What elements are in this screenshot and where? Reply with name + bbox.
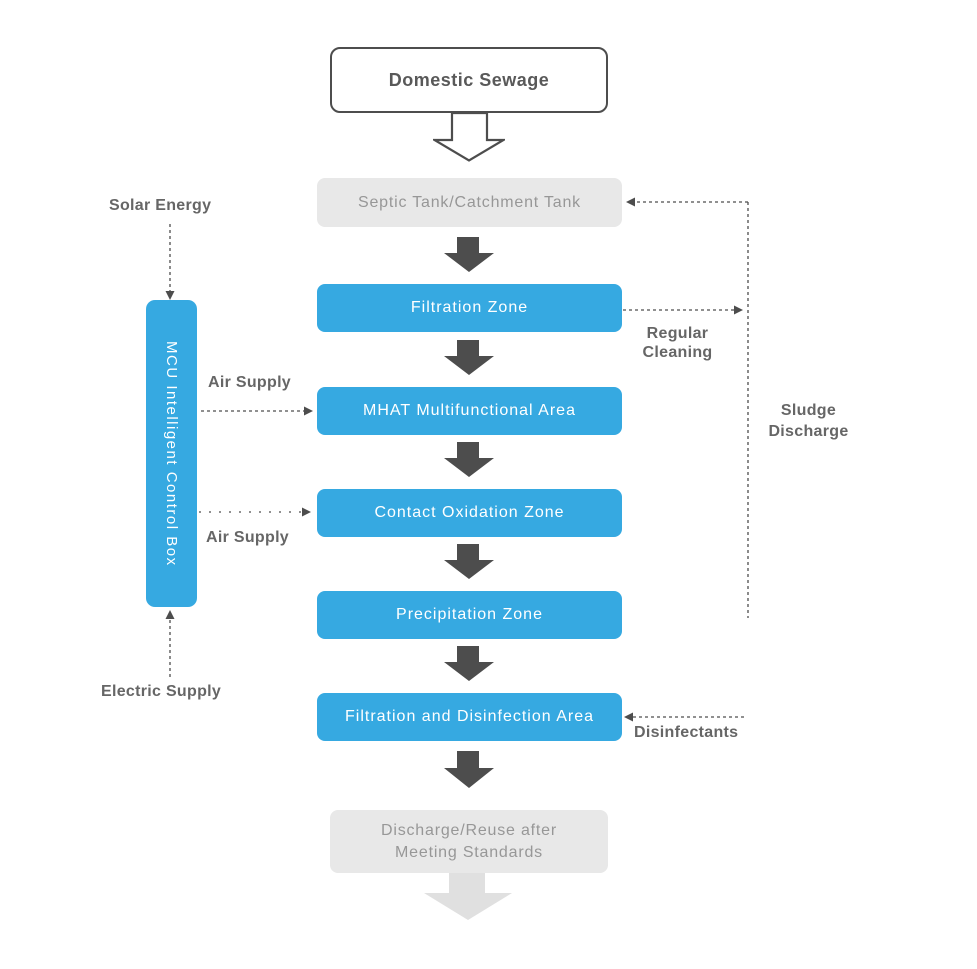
down-arrow-icon bbox=[444, 442, 494, 477]
discharge-reuse-label: Discharge/Reuse after Meeting Standards bbox=[381, 821, 557, 861]
filtration-zone-label: Filtration Zone bbox=[410, 299, 529, 316]
light-down-arrow-icon bbox=[424, 873, 512, 920]
solar-energy-label: Solar Energy bbox=[109, 197, 212, 214]
domestic-sewage-box: Domestic Sewage bbox=[330, 47, 608, 113]
air-supply-top-label: Air Supply bbox=[208, 374, 292, 391]
sludge-discharge-connector bbox=[626, 197, 749, 618]
regular-cleaning-connector bbox=[623, 305, 743, 315]
precipitation-zone-box: Precipitation Zone bbox=[317, 591, 622, 639]
electric-supply-label: Electric Supply bbox=[101, 683, 222, 700]
disinfectants-connector bbox=[624, 712, 744, 722]
arrowhead-down-icon bbox=[165, 291, 175, 300]
mcu-control-box: MCU Intelligent Control Box bbox=[146, 300, 197, 607]
arrowhead-right-icon bbox=[304, 406, 313, 416]
filtration-disinfection-label: Filtration and Disinfection Area bbox=[345, 708, 594, 725]
septic-tank-box: Septic Tank/Catchment Tank bbox=[317, 178, 622, 227]
arrowhead-left-icon bbox=[626, 197, 635, 207]
domestic-sewage-label: Domestic Sewage bbox=[388, 69, 550, 90]
arrowhead-up-icon bbox=[165, 610, 175, 619]
air-supply-bottom-label: Air Supply bbox=[206, 529, 290, 546]
sludge-discharge-label: Sludge Discharge bbox=[768, 402, 849, 440]
down-arrow-icon bbox=[444, 751, 494, 788]
air-supply-top-connector bbox=[201, 406, 313, 416]
electric-supply-connector bbox=[165, 610, 175, 677]
contact-oxidation-label: Contact Oxidation Zone bbox=[374, 504, 565, 521]
septic-tank-label: Septic Tank/Catchment Tank bbox=[358, 193, 581, 211]
arrowhead-right-icon bbox=[302, 507, 311, 517]
discharge-reuse-box: Discharge/Reuse after Meeting Standards bbox=[330, 810, 608, 873]
disinfectants-label: Disinfectants bbox=[634, 724, 739, 741]
mhat-area-box: MHAT Multifunctional Area bbox=[317, 387, 622, 435]
air-supply-bottom-connector bbox=[199, 507, 311, 517]
contact-oxidation-box: Contact Oxidation Zone bbox=[317, 489, 622, 537]
solar-energy-connector bbox=[165, 224, 175, 300]
hollow-down-arrow-icon bbox=[433, 112, 505, 162]
down-arrow-icon bbox=[444, 237, 494, 272]
arrowhead-left-icon bbox=[624, 712, 633, 722]
mcu-control-box-label: MCU Intelligent Control Box bbox=[163, 340, 180, 567]
down-arrow-icon bbox=[444, 340, 494, 375]
arrowhead-right-icon bbox=[734, 305, 743, 315]
precipitation-zone-label: Precipitation Zone bbox=[396, 606, 543, 623]
down-arrow-icon bbox=[444, 646, 494, 681]
filtration-zone-box: Filtration Zone bbox=[317, 284, 622, 332]
down-arrow-icon bbox=[444, 544, 494, 579]
filtration-disinfection-box: Filtration and Disinfection Area bbox=[317, 693, 622, 741]
regular-cleaning-label: Regular Cleaning bbox=[642, 325, 713, 361]
mhat-area-label: MHAT Multifunctional Area bbox=[363, 402, 576, 419]
